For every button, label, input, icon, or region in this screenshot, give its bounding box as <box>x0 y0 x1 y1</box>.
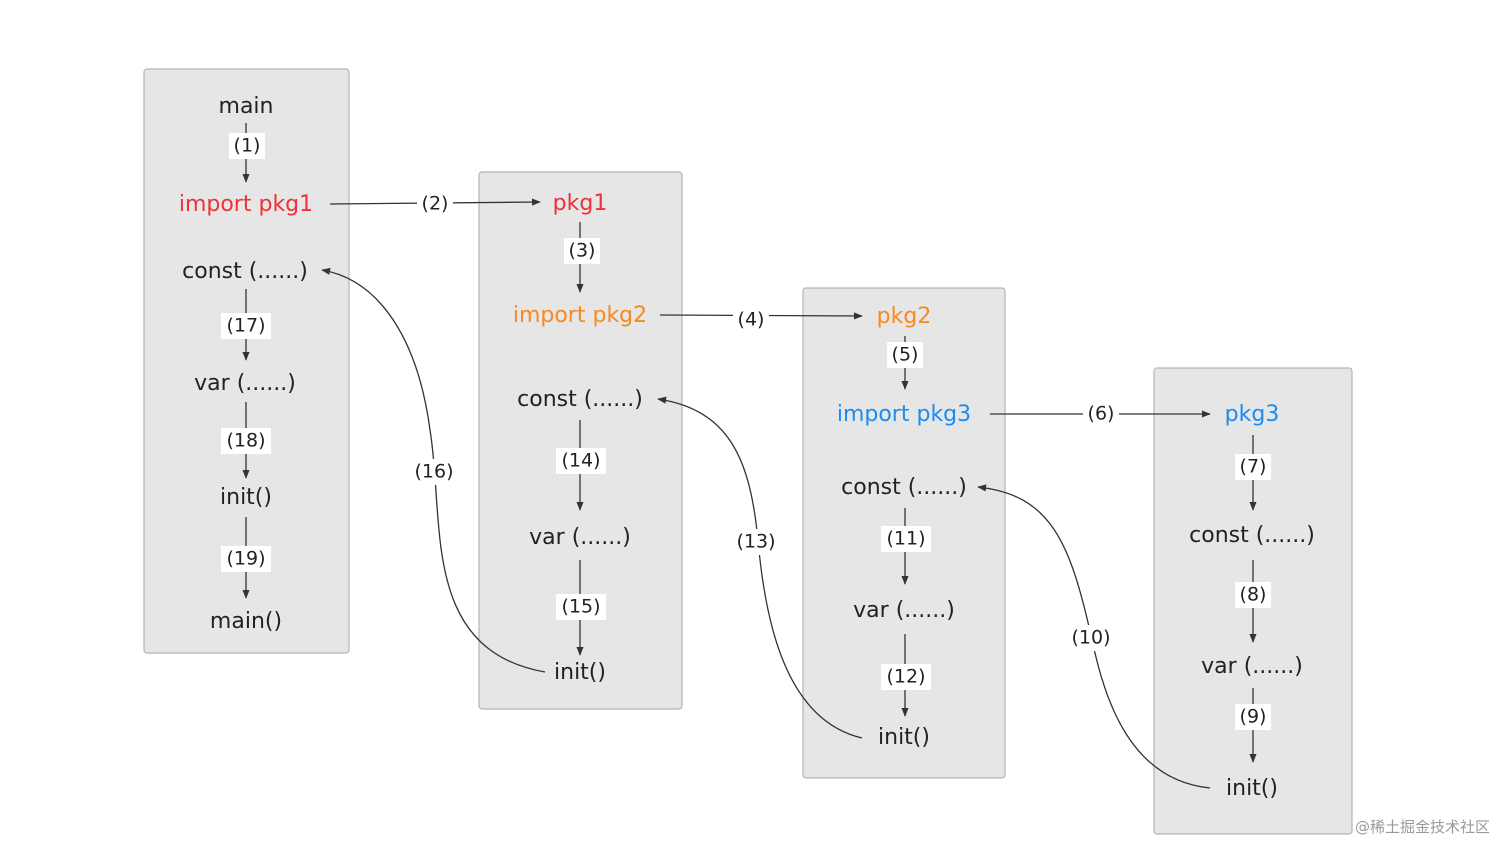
edge-label-19: (19) <box>221 546 271 572</box>
main-main-func: main() <box>210 609 282 634</box>
edge-label-11: (11) <box>881 526 931 552</box>
pkg1-import-pkg2: import pkg2 <box>513 303 647 328</box>
pkg2-import-pkg3: import pkg3 <box>837 402 971 427</box>
edge-label-14: (14) <box>556 448 606 474</box>
svg-text:(13): (13) <box>736 531 775 553</box>
pkg2-var: var (......) <box>853 598 955 623</box>
svg-text:(6): (6) <box>1088 403 1115 425</box>
svg-text:(14): (14) <box>561 450 600 472</box>
pkg1-title: pkg1 <box>553 191 608 216</box>
pkg3-var: var (......) <box>1201 654 1303 679</box>
svg-text:(1): (1) <box>234 135 261 157</box>
svg-text:(12): (12) <box>886 666 925 688</box>
svg-text:(4): (4) <box>738 309 765 331</box>
edge-label-5: (5) <box>887 342 923 368</box>
edge-label-12: (12) <box>881 664 931 690</box>
main-var: var (......) <box>194 371 296 396</box>
watermark: @稀土掘金技术社区 <box>1355 818 1490 836</box>
main-const: const (......) <box>182 259 308 284</box>
main-title: main <box>219 94 274 119</box>
pkg2-const: const (......) <box>841 475 967 500</box>
edge-label-9: (9) <box>1235 704 1271 730</box>
svg-text:(18): (18) <box>226 430 265 452</box>
edge-16-curve <box>321 267 546 673</box>
edge-label-6: (6) <box>1083 401 1119 427</box>
svg-text:(5): (5) <box>892 344 919 366</box>
pkg1-const: const (......) <box>517 387 643 412</box>
edge-label-4: (4) <box>733 307 769 333</box>
svg-text:(19): (19) <box>226 548 265 570</box>
svg-text:(17): (17) <box>226 315 265 337</box>
edge-label-3: (3) <box>564 238 600 264</box>
main-import-pkg1: import pkg1 <box>179 192 313 217</box>
svg-text:(11): (11) <box>886 528 925 550</box>
edge-label-13: (13) <box>731 529 781 555</box>
pkg1-init: init() <box>554 660 606 685</box>
edge-label-10: (10) <box>1066 625 1116 651</box>
edge-label-2: (2) <box>417 191 453 217</box>
pkg3-init: init() <box>1226 776 1278 801</box>
svg-text:(8): (8) <box>1240 584 1267 606</box>
pkg2-init: init() <box>878 725 930 750</box>
edge-label-17: (17) <box>221 313 271 339</box>
svg-text:(10): (10) <box>1071 627 1110 649</box>
svg-text:(3): (3) <box>569 240 596 262</box>
svg-text:(2): (2) <box>422 193 449 215</box>
edge-label-8: (8) <box>1235 582 1271 608</box>
edge-label-7: (7) <box>1235 454 1271 480</box>
pkg3-title: pkg3 <box>1225 402 1280 427</box>
pkg2-title: pkg2 <box>877 304 932 329</box>
pkg1-var: var (......) <box>529 525 631 550</box>
pkg3-const: const (......) <box>1189 523 1315 548</box>
edge-label-16: (16) <box>409 459 459 485</box>
main-init: init() <box>220 485 272 510</box>
svg-text:(16): (16) <box>414 461 453 483</box>
main-package-box <box>143 68 350 654</box>
edge-label-15: (15) <box>556 594 606 620</box>
svg-text:(15): (15) <box>561 596 600 618</box>
svg-text:(7): (7) <box>1240 456 1267 478</box>
svg-text:(9): (9) <box>1240 706 1267 728</box>
edge-label-18: (18) <box>221 428 271 454</box>
edge-label-1: (1) <box>229 133 265 159</box>
